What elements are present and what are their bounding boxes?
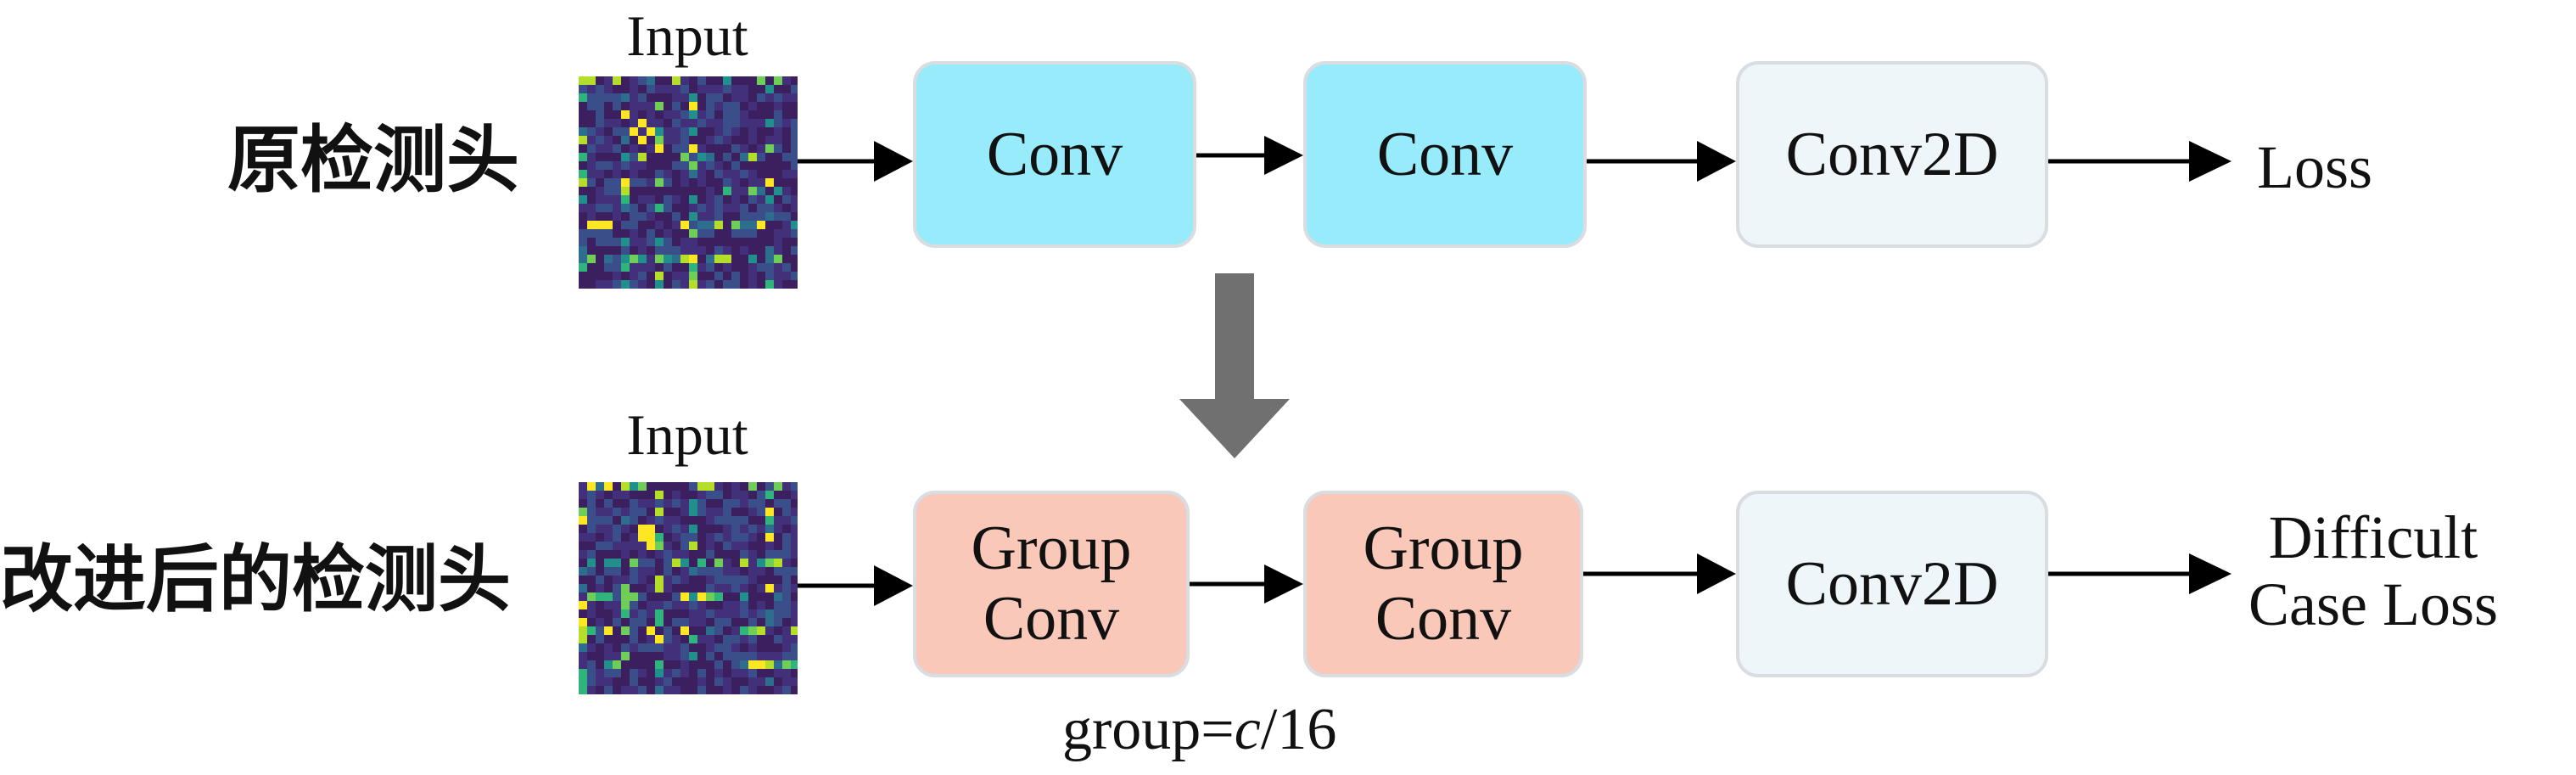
conv2d-block-top-label: Conv2D (1785, 119, 1999, 189)
arrow-conv-to-conv2d-top (1587, 141, 1736, 182)
group-parameter-note: group=c/16 (1062, 697, 1337, 762)
conv-block-1-label: Conv (986, 119, 1123, 189)
arrow-conv2d-to-loss (2048, 141, 2232, 182)
arrow-input-to-conv-top (798, 141, 913, 182)
group-conv-block-2-line1: Group (1363, 514, 1524, 584)
conv-block-2: Conv (1303, 61, 1587, 248)
transition-down-arrow (1179, 273, 1290, 458)
conv2d-block-bottom-label: Conv2D (1785, 548, 1999, 619)
feature-map-texture (579, 482, 798, 694)
row-label-improved-head: 改进后的检测头 (0, 536, 511, 622)
arrow-conv-to-conv-top (1196, 136, 1303, 175)
conv-block-1: Conv (913, 61, 1196, 248)
conv-block-2-label: Conv (1376, 119, 1514, 189)
output-label-difficult-case-loss: Difficult Case Loss (2248, 503, 2498, 639)
conv2d-block-bottom: Conv2D (1736, 491, 2048, 677)
group-conv-block-2-line2: Conv (1375, 584, 1512, 654)
arrow-conv2d-to-difficult-case-loss (2048, 553, 2232, 594)
group-conv-block-2: Group Conv (1303, 491, 1583, 677)
feature-map-image-top (579, 76, 798, 289)
conv2d-block-top: Conv2D (1736, 61, 2048, 248)
row-label-original-head: 原检测头 (227, 117, 519, 203)
group-conv-block-1: Group Conv (913, 491, 1190, 677)
input-label-top: Input (626, 3, 748, 68)
group-conv-block-1-line2: Conv (983, 584, 1120, 654)
feature-map-image-bottom (579, 482, 798, 694)
output-label-loss: Loss (2257, 133, 2373, 201)
arrow-groupconv-to-conv2d-bottom (1583, 553, 1736, 594)
arrow-input-to-groupconv-bottom (798, 565, 913, 606)
arrow-groupconv-to-groupconv-bottom (1190, 564, 1303, 604)
group-conv-block-1-line1: Group (971, 514, 1132, 584)
input-label-bottom: Input (626, 402, 748, 467)
feature-map-texture (579, 76, 798, 289)
